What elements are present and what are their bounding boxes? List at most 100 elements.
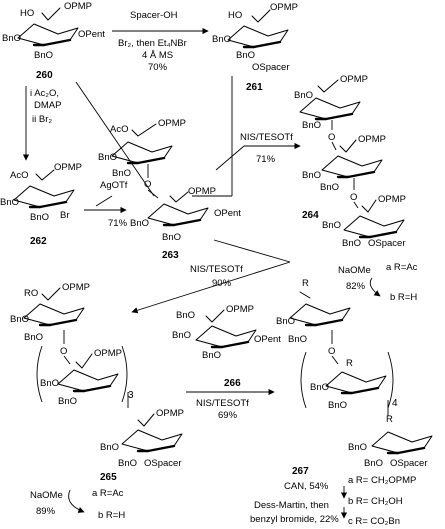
svg-text:OPMP: OPMP — [62, 282, 90, 293]
svg-text:BnO: BnO — [100, 442, 119, 453]
svg-text:OPMP: OPMP — [378, 194, 406, 205]
svg-text:OPent: OPent — [78, 29, 105, 40]
svg-text:Br₂, then Et₄NBr: Br₂, then Et₄NBr — [118, 38, 187, 49]
svg-text:OPMP: OPMP — [226, 304, 254, 315]
svg-text:OPMP: OPMP — [64, 1, 92, 12]
svg-text:BnO: BnO — [162, 232, 181, 243]
reaction-260-261: Spacer-OH Br₂, then Et₄NBr 4 Å MS 70% — [112, 10, 209, 73]
svg-text:R: R — [346, 358, 353, 369]
svg-text:NIS/TESOTf: NIS/TESOTf — [240, 132, 293, 143]
svg-text:AgOTf: AgOTf — [100, 180, 128, 191]
svg-text:BnO: BnO — [176, 310, 195, 321]
svg-text:R: R — [302, 278, 309, 289]
svg-text:b R=H: b R=H — [98, 510, 125, 521]
svg-text:O: O — [328, 132, 335, 143]
svg-text:a R= CH₂OPMP: a R= CH₂OPMP — [348, 475, 416, 486]
svg-text:BnO: BnO — [30, 212, 49, 223]
svg-text:HO: HO — [228, 10, 242, 21]
svg-text:R: R — [386, 414, 393, 425]
svg-text:BnO: BnO — [276, 316, 295, 327]
svg-text:BnO: BnO — [40, 378, 59, 389]
svg-text:NaOMe: NaOMe — [30, 490, 63, 501]
svg-text:OPMP: OPMP — [340, 74, 368, 85]
svg-text:OSpacer: OSpacer — [252, 62, 290, 73]
compound-number-266: 266 — [224, 378, 241, 389]
reaction-260-262: i Ac₂O, DMAP ii Br₂ — [22, 86, 61, 161]
reaction-263-264: NIS/TESOTf 71% — [215, 132, 301, 171]
svg-text:82%: 82% — [346, 281, 366, 292]
svg-text:O: O — [350, 192, 357, 203]
reaction-265-267: 266 NIS/TESOTf 69% — [186, 378, 275, 421]
svg-text:AcO: AcO — [10, 170, 28, 181]
svg-text:4: 4 — [392, 398, 398, 409]
svg-text:OPMP: OPMP — [94, 348, 122, 359]
svg-text:OPMP: OPMP — [188, 186, 216, 197]
svg-text:3: 3 — [128, 390, 134, 401]
svg-text:BnO: BnO — [212, 34, 231, 45]
svg-text:BnO: BnO — [328, 400, 347, 411]
svg-text:BnO: BnO — [348, 442, 367, 453]
svg-text:BnO: BnO — [294, 90, 313, 101]
svg-text:BnO: BnO — [342, 238, 361, 249]
svg-text:i Ac₂O,: i Ac₂O, — [30, 88, 59, 99]
compound-number-262: 262 — [30, 236, 47, 247]
reaction-to-263: AgOTf 71% — [84, 180, 128, 229]
svg-text:BnO: BnO — [202, 350, 221, 361]
svg-text:BnO: BnO — [302, 170, 321, 181]
svg-text:BnO: BnO — [302, 120, 321, 131]
svg-text:OSpacer: OSpacer — [368, 238, 406, 249]
svg-text:a R=Ac: a R=Ac — [386, 262, 418, 273]
svg-text:OSpacer: OSpacer — [144, 458, 182, 469]
svg-text:BnO: BnO — [10, 314, 29, 325]
compound-261: HO OPMP BnO BnO OSpacer 261 — [212, 2, 298, 93]
reaction-naome-82: NaOMe 82% a R=Ac b R=H — [338, 262, 418, 303]
compound-number-264: 264 — [302, 210, 319, 221]
svg-text:BnO: BnO — [322, 220, 341, 231]
svg-text:BnO: BnO — [58, 396, 77, 407]
svg-text:OPent: OPent — [214, 208, 241, 219]
svg-text:Dess-Martin, then: Dess-Martin, then — [254, 500, 329, 511]
compound-number-265: 265 — [100, 472, 117, 483]
svg-text:BnO: BnO — [118, 458, 137, 469]
svg-text:NIS/TESOTf: NIS/TESOTf — [190, 264, 243, 275]
svg-text:71%: 71% — [256, 154, 276, 165]
compound-264: BnO OPMP BnO O OPMP BnO BnO O OPMP BnO B… — [294, 74, 406, 249]
svg-text:OSpacer: OSpacer — [390, 458, 428, 469]
compound-263: AcO OPMP BnO BnO O OPMP BnO BnO OPent 26… — [98, 118, 241, 261]
svg-text:OPMP: OPMP — [358, 134, 386, 145]
connector-line — [75, 81, 155, 197]
compound-number-263: 263 — [162, 250, 179, 261]
svg-text:BnO: BnO — [320, 182, 339, 193]
reaction-naome-89: NaOMe 89% a R=Ac b R=H — [30, 488, 125, 521]
svg-text:Br: Br — [60, 210, 70, 221]
svg-text:BnO: BnO — [310, 382, 329, 393]
svg-text:BnO: BnO — [112, 168, 131, 179]
svg-text:70%: 70% — [148, 62, 168, 73]
svg-text:a R=Ac: a R=Ac — [92, 488, 124, 499]
svg-text:BnO: BnO — [98, 152, 117, 163]
svg-text:4 Å MS: 4 Å MS — [142, 50, 173, 61]
svg-text:O: O — [144, 179, 151, 190]
compound-number-267: 267 — [292, 466, 309, 477]
svg-text:OPent: OPent — [254, 334, 281, 345]
compound-number-260: 260 — [36, 70, 53, 81]
svg-text:BnO: BnO — [0, 197, 19, 208]
svg-text:AcO: AcO — [110, 124, 128, 135]
svg-text:BnO: BnO — [24, 332, 43, 343]
svg-text:RO: RO — [24, 288, 38, 299]
svg-text:OPMP: OPMP — [158, 118, 186, 129]
svg-text:c R= CO₂Bn: c R= CO₂Bn — [348, 516, 400, 527]
svg-text:90%: 90% — [212, 278, 232, 289]
svg-text:BnO: BnO — [34, 50, 53, 61]
svg-text:OPMP: OPMP — [270, 2, 298, 13]
svg-text:DMAP: DMAP — [34, 100, 61, 111]
compound-260: HO OPMP BnO BnO OPent 260 — [2, 1, 105, 81]
compound-267-variants: a R= CH₂OPMP b R= CH₂OH c R= CO₂Bn CAN, … — [250, 475, 416, 527]
svg-text:OPMP: OPMP — [156, 408, 184, 419]
svg-text:benzyl bromide, 22%: benzyl bromide, 22% — [250, 514, 339, 525]
reaction-to-265: NIS/TESOTf 90% — [131, 239, 291, 314]
svg-text:BnO: BnO — [130, 218, 149, 229]
svg-text:NIS/TESOTf: NIS/TESOTf — [196, 398, 249, 409]
svg-text:O: O — [328, 346, 335, 357]
svg-text:CAN, 54%: CAN, 54% — [284, 481, 329, 492]
